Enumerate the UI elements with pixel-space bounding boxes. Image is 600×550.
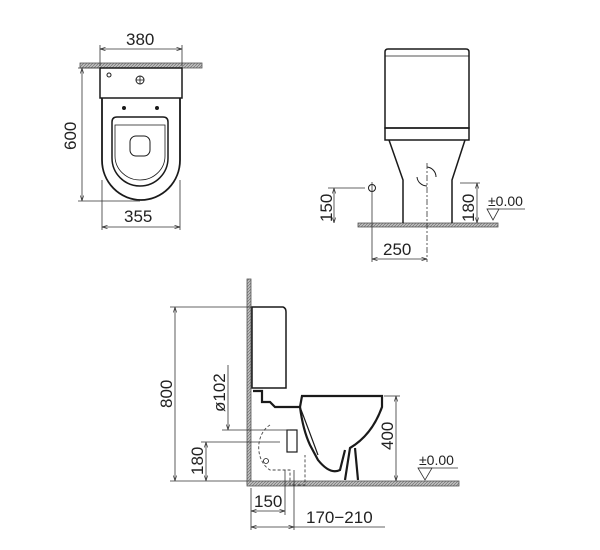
floor-level-front: ±0.00 [488,193,523,209]
top-view [78,45,203,230]
front-view [328,48,525,262]
dim-side-height-800: 800 [157,380,176,408]
side-view [170,278,460,530]
dim-side-seat-400: 400 [378,422,397,450]
dim-top-depth-600: 600 [61,122,80,150]
dim-top-width-355: 355 [124,207,152,226]
tank-side [251,306,287,389]
dim-front-inlet-150: 150 [317,194,336,222]
wall-hatch-side [246,278,252,485]
dim-front-outlet-180: 180 [459,194,478,222]
floor-level-side: ±0.00 [419,452,454,468]
dim-side-wall-150: 150 [254,492,282,511]
floor-hatch [357,222,499,228]
seat-outline [111,116,169,187]
dim-side-outlet-180: 180 [188,447,207,475]
dim-side-pipe-diameter: ø102 [210,373,229,412]
tank-front [384,48,470,129]
dim-front-offset-250: 250 [383,240,411,259]
floor-hatch-side [246,480,460,487]
tank-outline [99,67,183,99]
bowl-outline [101,98,181,201]
dim-top-width-380: 380 [126,30,154,49]
dim-side-outlet-range: 170−210 [306,508,373,527]
